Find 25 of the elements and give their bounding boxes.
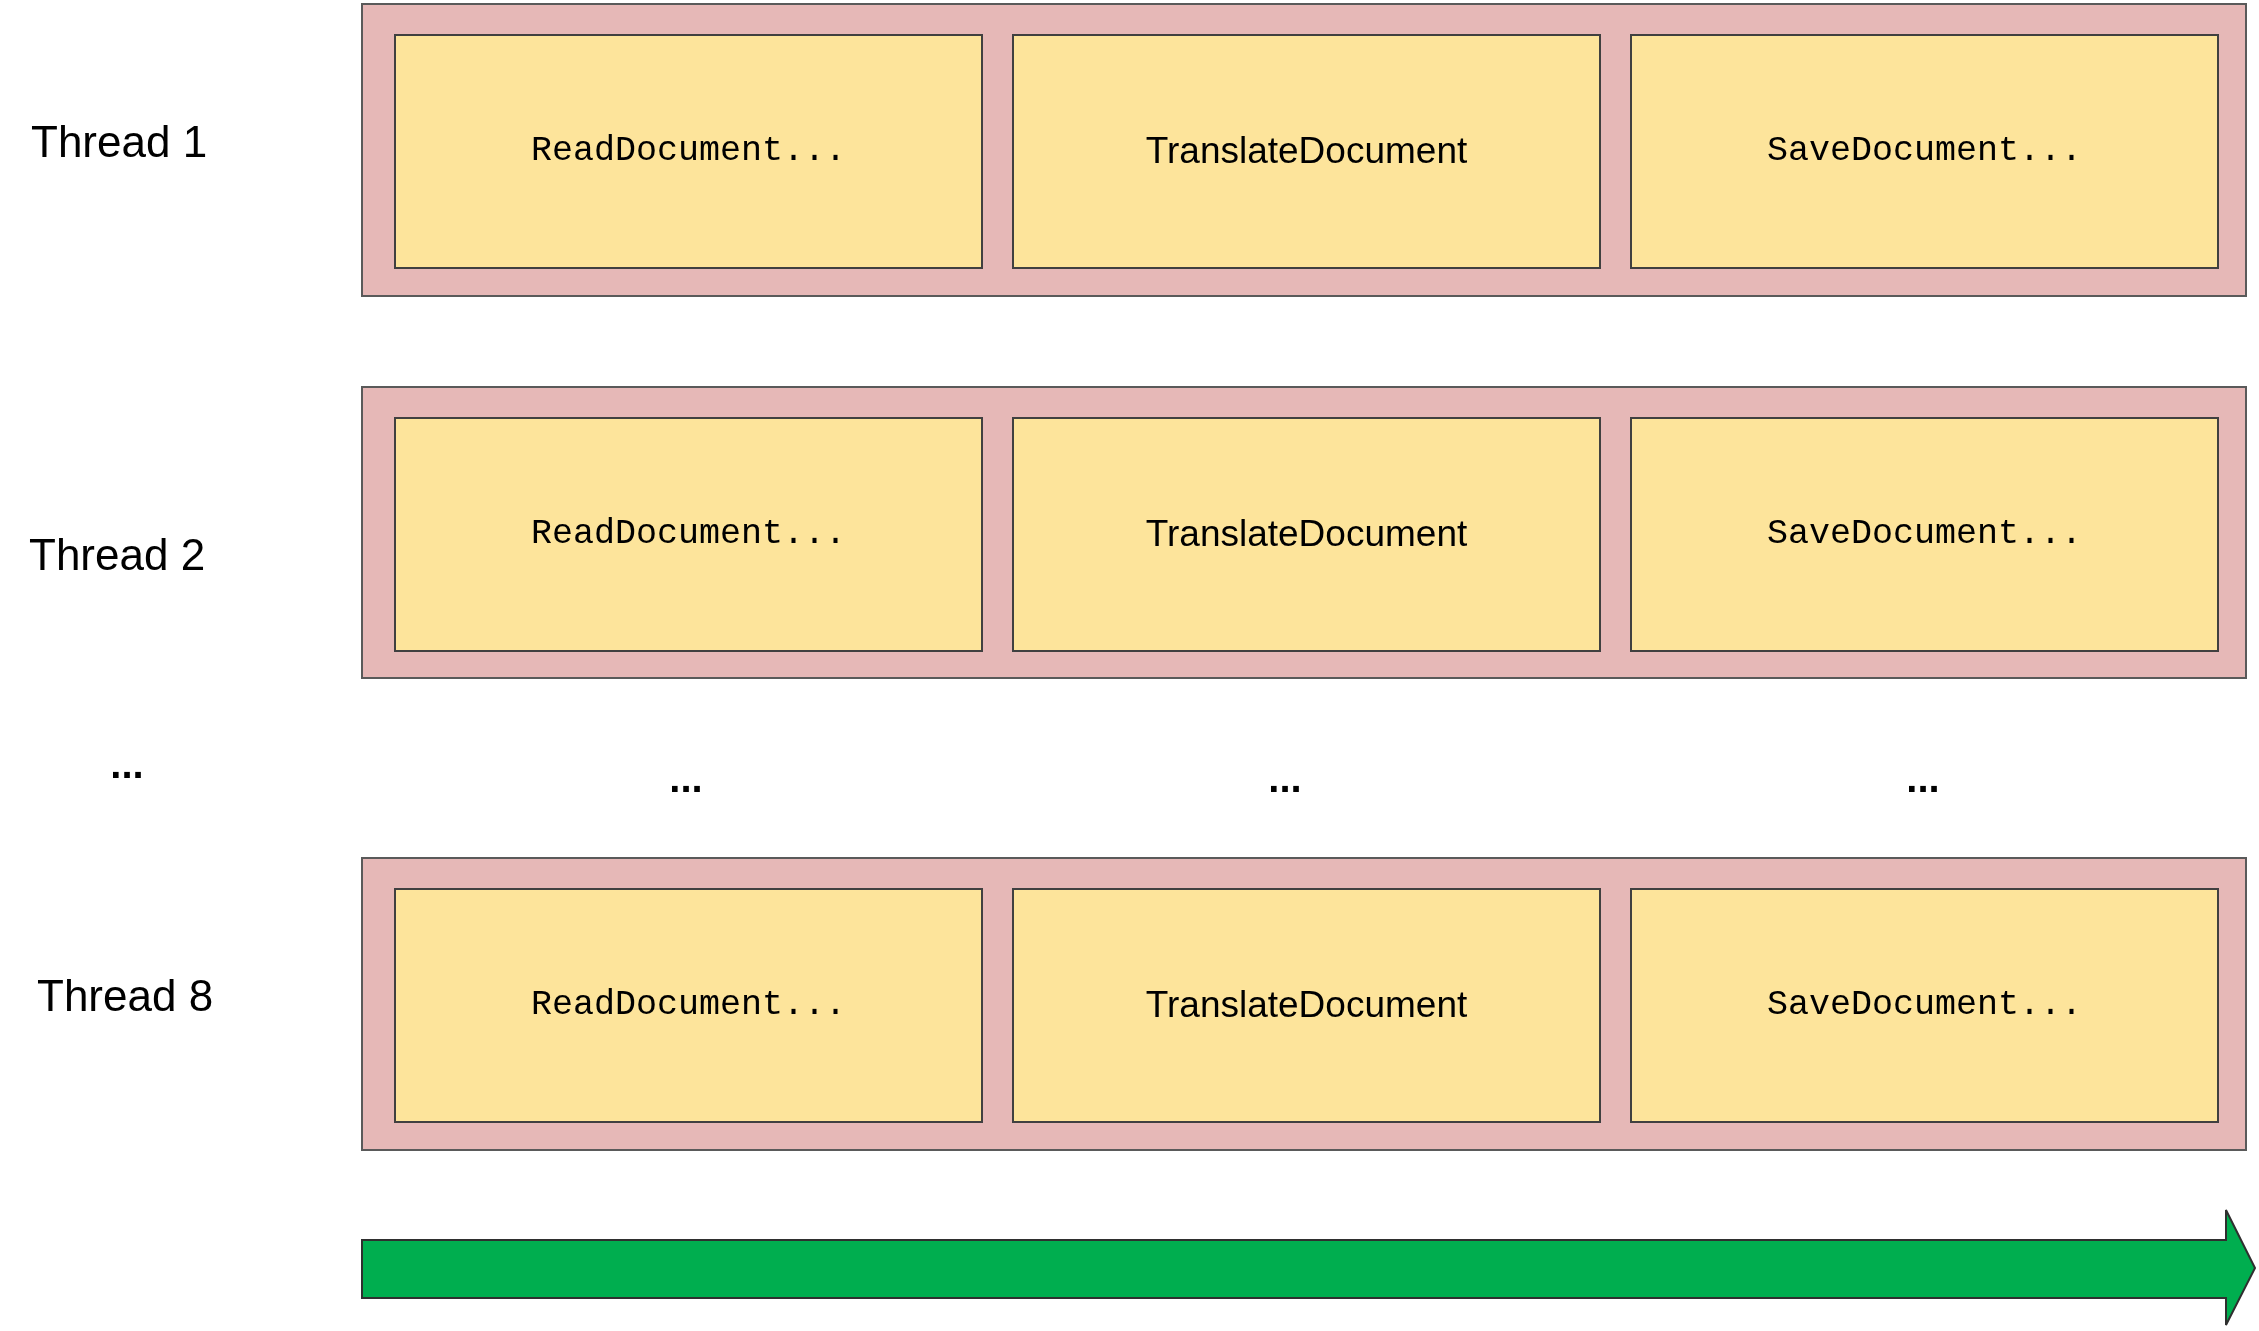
task-box (1630, 417, 2219, 652)
method-name: SaveDocument... (1766, 131, 2083, 172)
method-name: ReadDocument... (530, 514, 847, 555)
ellipsis: ... (1906, 758, 1940, 798)
task-box (394, 888, 983, 1123)
task-box (1630, 34, 2219, 269)
task-box (1012, 34, 1601, 269)
task-box (394, 34, 983, 269)
task-box (1012, 888, 1601, 1123)
method-name: SaveDocument... (1766, 514, 2083, 555)
thread-label: Thread 1 (31, 117, 208, 167)
thread-label: Thread 8 (37, 971, 214, 1021)
method-name: TranslateDocument (1145, 513, 1468, 556)
ellipsis: ... (669, 758, 703, 798)
task-box (1012, 417, 1601, 652)
method-name: ReadDocument... (530, 131, 847, 172)
method-name: TranslateDocument (1145, 984, 1468, 1027)
task-box (394, 417, 983, 652)
task-box (1630, 888, 2219, 1123)
method-name: SaveDocument... (1766, 985, 2083, 1026)
method-name: ReadDocument... (530, 985, 847, 1026)
thread-label: Thread 2 (29, 530, 206, 580)
ellipsis: ... (110, 744, 144, 784)
method-name: TranslateDocument (1145, 130, 1468, 173)
ellipsis: ... (1268, 758, 1302, 798)
